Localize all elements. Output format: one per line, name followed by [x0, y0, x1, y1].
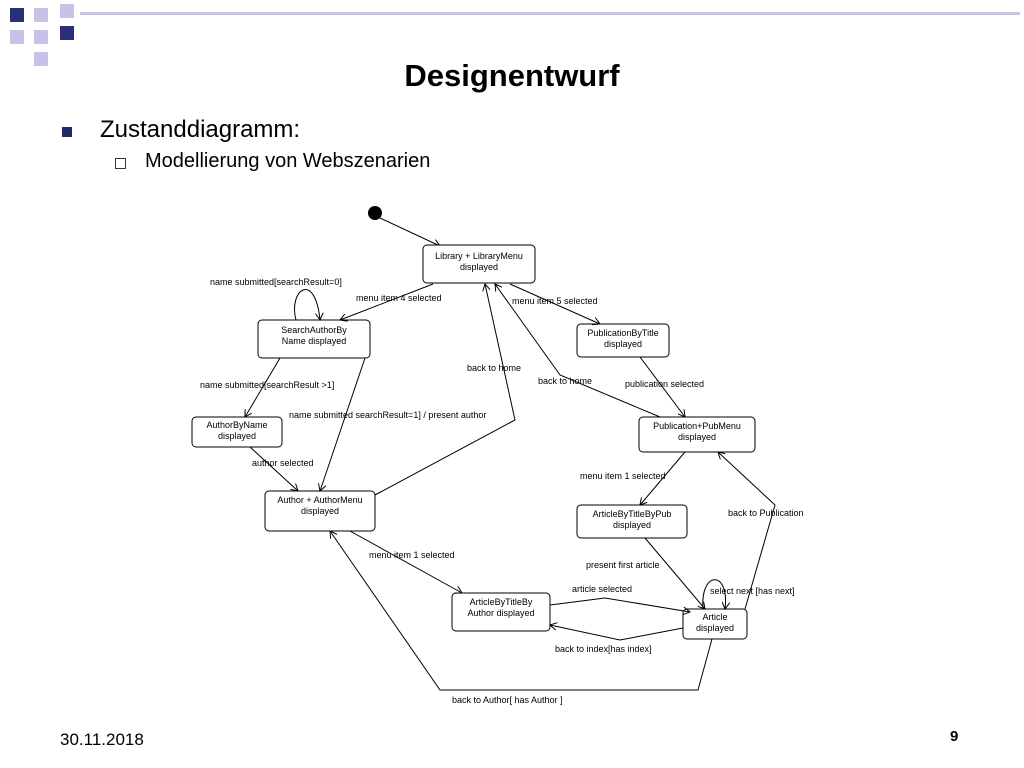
slide-title: Designentwurf	[404, 58, 620, 93]
svg-text:Name displayed: Name displayed	[282, 336, 347, 346]
svg-text:displayed: displayed	[613, 520, 651, 530]
transition-self-loop-search	[294, 289, 320, 320]
label-menu-item-1-pub: menu item 1 selected	[580, 471, 666, 481]
bullet-text-level1: Zustanddiagramm:	[100, 116, 301, 143]
label-back-to-home-2: back to home	[538, 376, 592, 386]
footer-page-number: 9	[950, 728, 959, 745]
label-select-next: select next [has next]	[710, 586, 795, 596]
state-article-by-title-by-pub: ArticleByTitleByPub displayed	[576, 504, 688, 539]
svg-text:displayed: displayed	[301, 506, 339, 516]
transition-publication-selected	[639, 356, 685, 417]
state-search-author: SearchAuthorBy Name displayed	[257, 319, 371, 359]
label-back-to-publication: back to Publication	[728, 508, 804, 518]
svg-text:displayed: displayed	[696, 623, 734, 633]
transition-author-selected	[249, 446, 298, 491]
svg-text:displayed: displayed	[218, 431, 256, 441]
svg-text:Library + LibraryMenu: Library + LibraryMenu	[435, 251, 523, 261]
svg-text:ArticleByTitleBy: ArticleByTitleBy	[470, 597, 533, 607]
bullet-hollow-square-icon	[115, 158, 126, 169]
state-author-by-name: AuthorByName displayed	[191, 416, 283, 448]
transition-menu-item-4	[340, 283, 434, 320]
state-article: Article displayed	[682, 608, 748, 640]
label-name-submitted-gt1: name submitted[searchResult >1]	[200, 380, 334, 390]
svg-text:Author displayed: Author displayed	[467, 608, 534, 618]
svg-text:displayed: displayed	[678, 432, 716, 442]
transition-back-to-publication	[718, 452, 776, 610]
state-publication-by-title: PublicationByTitle displayed	[576, 323, 670, 358]
label-publication-selected: publication selected	[625, 379, 704, 389]
label-back-to-author: back to Author[ has Author ]	[452, 695, 563, 705]
transition-self-loop-article	[702, 579, 726, 609]
label-name-submitted-0: name submitted[searchResult=0]	[210, 277, 342, 287]
svg-text:ArticleByTitleByPub: ArticleByTitleByPub	[593, 509, 672, 519]
svg-text:AuthorByName: AuthorByName	[206, 420, 267, 430]
label-menu-item-1-author: menu item 1 selected	[369, 550, 455, 560]
svg-text:displayed: displayed	[460, 262, 498, 272]
transition-back-to-author	[330, 531, 713, 691]
transition-back-to-home-1	[374, 284, 516, 496]
label-name-submitted-1: name submitted searchResult=1] / present…	[289, 410, 486, 420]
label-back-to-home-1: back to home	[467, 363, 521, 373]
transition-menu-item-1-author	[349, 530, 462, 593]
svg-text:displayed: displayed	[604, 339, 642, 349]
transition-menu-item-5	[509, 283, 600, 324]
label-article-selected: article selected	[572, 584, 632, 594]
svg-text:Article: Article	[702, 612, 727, 622]
transition-searchresult-gt1	[245, 357, 281, 417]
label-back-to-index: back to index[has index]	[555, 644, 652, 654]
initial-transition	[379, 217, 440, 246]
svg-text:SearchAuthorBy: SearchAuthorBy	[281, 325, 347, 335]
svg-text:Author + AuthorMenu: Author + AuthorMenu	[277, 495, 362, 505]
initial-state	[368, 206, 382, 220]
transition-present-first-article	[644, 537, 705, 609]
footer-date: 30.11.2018	[60, 730, 144, 749]
label-menu-item-4: menu item 4 selected	[356, 293, 442, 303]
state-library: Library + LibraryMenu displayed	[422, 244, 536, 284]
svg-text:PublicationByTitle: PublicationByTitle	[587, 328, 658, 338]
transition-article-selected	[549, 597, 690, 612]
label-menu-item-5: menu item 5 selected	[512, 296, 598, 306]
bullet-text-level2: Modellierung von Webszenarien	[145, 150, 431, 172]
state-publication-pubmenu: Publication+PubMenu displayed	[638, 416, 756, 453]
transition-searchresult-1	[320, 357, 366, 491]
transition-back-to-index	[550, 625, 684, 641]
svg-text:Publication+PubMenu: Publication+PubMenu	[653, 421, 741, 431]
state-author-authormenu: Author + AuthorMenu displayed	[264, 490, 376, 532]
label-present-first-article: present first article	[586, 560, 660, 570]
state-article-by-title-by-author: ArticleByTitleBy Author displayed	[451, 592, 551, 632]
bullet-square-icon	[62, 127, 72, 137]
label-author-selected: author selected	[252, 458, 314, 468]
transition-back-to-home-2	[495, 284, 661, 418]
transition-menu-item-1-pub	[640, 451, 686, 505]
